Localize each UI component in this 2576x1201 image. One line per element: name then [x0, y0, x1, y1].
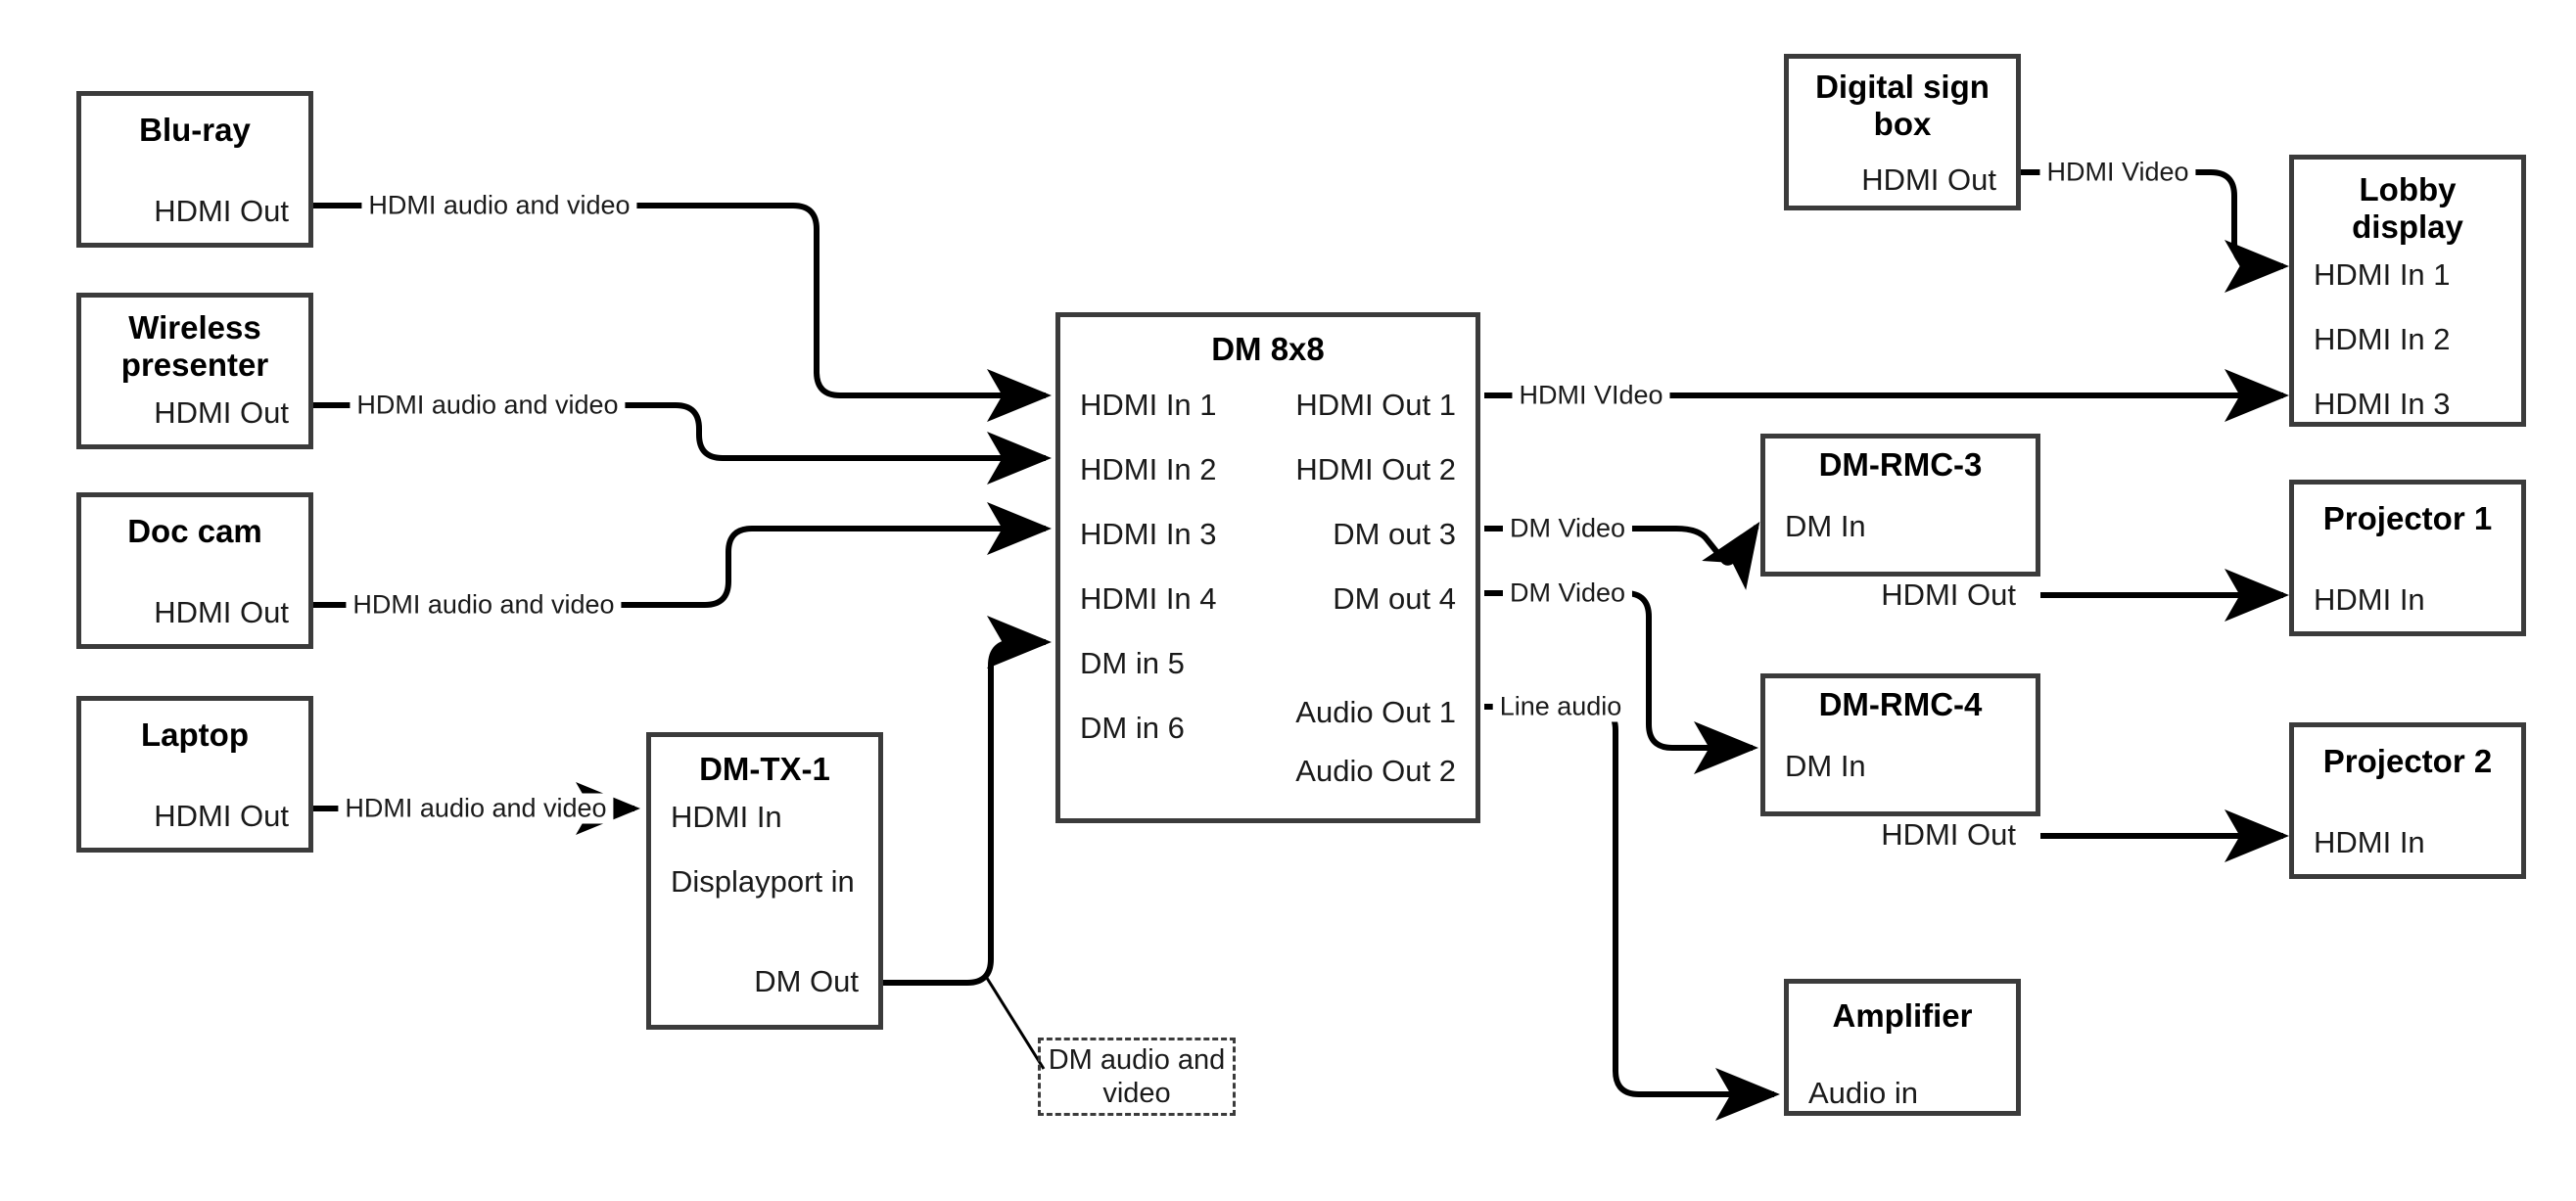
- node-doc-cam[interactable]: Doc cam HDMI Out: [76, 492, 313, 649]
- node-wireless-presenter[interactable]: Wireless presenter HDMI Out: [76, 293, 313, 449]
- wire-label-dmout3-to-rmc3: DM Video: [1502, 513, 1633, 544]
- node-projector-2-title: Projector 2: [2322, 743, 2493, 779]
- node-bluray[interactable]: Blu-ray HDMI Out: [76, 91, 313, 248]
- port-lobby-hdmi-in-2: HDMI In 2: [2314, 322, 2451, 356]
- port-dm8x8-hdmi-in-4: HDMI In 4: [1080, 581, 1217, 616]
- port-laptop-hdmi-out: HDMI Out: [154, 799, 289, 833]
- wire-label-audioout1-to-amp: Line audio: [1492, 691, 1629, 722]
- wire-label-doccam-to-in3: HDMI audio and video: [346, 589, 622, 621]
- node-dm-tx-1-title: DM-TX-1: [699, 751, 830, 787]
- port-dm8x8-audio-out-1: Audio Out 1: [1295, 695, 1456, 729]
- port-wireless-hdmi-out: HDMI Out: [154, 395, 289, 430]
- port-dmtx1-dm-out: DM Out: [754, 964, 859, 998]
- node-projector-1-title: Projector 1: [2322, 500, 2493, 536]
- port-amplifier-audio-in: Audio in: [1808, 1076, 1919, 1110]
- wire-label-sign-to-lobby: HDMI Video: [2039, 157, 2196, 188]
- wire-note-leader: [983, 974, 1046, 1070]
- node-dm-8x8-title: DM 8x8: [1211, 331, 1325, 367]
- port-dm8x8-hdmi-out-1: HDMI Out 1: [1295, 388, 1456, 422]
- wire-label-wireless-to-in2: HDMI audio and video: [350, 390, 626, 421]
- wire-dm-out-4-to-dmrmc4: [1484, 590, 1758, 774]
- node-projector-1[interactable]: Projector 1 HDMI In: [2289, 480, 2526, 636]
- node-lobby-display-title: Lobby display: [2352, 171, 2463, 246]
- wire-dmtx1-to-dm-in-5: [883, 616, 1052, 986]
- port-dm8x8-hdmi-in-2: HDMI In 2: [1080, 452, 1217, 486]
- wire-label-hdmiout1-to-lobby3: HDMI VIdeo: [1512, 380, 1670, 411]
- wire-audio-out-1-to-amplifier: [1484, 704, 1780, 1121]
- node-digital-sign-box[interactable]: Digital sign box HDMI Out: [1784, 54, 2021, 210]
- port-doccam-hdmi-out: HDMI Out: [154, 595, 289, 629]
- node-dm-rmc-4-title: DM-RMC-4: [1818, 686, 1983, 722]
- node-laptop[interactable]: Laptop HDMI Out: [76, 696, 313, 853]
- node-lobby-display[interactable]: Lobby display HDMI In 1 HDMI In 2 HDMI I…: [2289, 155, 2526, 427]
- node-amplifier[interactable]: Amplifier Audio in: [1784, 979, 2021, 1116]
- port-dmrmc3-dm-in: DM In: [1785, 509, 1866, 543]
- node-dm-rmc-4[interactable]: DM-RMC-4 DM In HDMI Out: [1760, 673, 2040, 852]
- node-dm-tx-1[interactable]: DM-TX-1 HDMI In Displayport in DM Out: [646, 732, 883, 1030]
- note-dm-audio-and-video-text: DM audio and video: [1048, 1043, 1226, 1109]
- port-projector1-hdmi-in: HDMI In: [2314, 582, 2425, 617]
- node-bluray-title: Blu-ray: [139, 112, 251, 148]
- port-dm8x8-hdmi-out-2: HDMI Out 2: [1295, 452, 1456, 486]
- node-wireless-presenter-title: Wireless presenter: [120, 309, 269, 384]
- port-dm8x8-dm-out-3: DM out 3: [1333, 517, 1456, 551]
- node-amplifier-title: Amplifier: [1832, 997, 1973, 1034]
- port-dm8x8-hdmi-in-1: HDMI In 1: [1080, 388, 1217, 422]
- node-dm-rmc-3-title: DM-RMC-3: [1818, 446, 1983, 483]
- port-dmtx1-hdmi-in: HDMI In: [671, 800, 782, 834]
- port-dm8x8-dm-in-6: DM in 6: [1080, 711, 1185, 745]
- port-lobby-hdmi-in-3: HDMI In 3: [2314, 387, 2451, 421]
- node-dm-8x8[interactable]: DM 8x8 HDMI In 1 HDMI In 2 HDMI In 3 HDM…: [1055, 312, 1480, 823]
- port-digitalsign-hdmi-out: HDMI Out: [1861, 162, 1996, 197]
- port-dmrmc4-hdmi-out: HDMI Out: [1881, 817, 2016, 852]
- port-dm8x8-audio-out-2: Audio Out 2: [1295, 754, 1456, 788]
- port-dmrmc4-dm-in: DM In: [1785, 749, 1866, 783]
- node-digital-sign-box-title: Digital sign box: [1815, 69, 1990, 143]
- wire-label-laptop-to-dmtx1: HDMI audio and video: [338, 793, 614, 824]
- port-dm8x8-dm-out-4: DM out 4: [1333, 581, 1456, 616]
- port-dm8x8-dm-in-5: DM in 5: [1080, 646, 1185, 680]
- port-dmtx1-displayport-in: Displayport in: [671, 864, 855, 899]
- node-doc-cam-title: Doc cam: [127, 513, 262, 549]
- port-bluray-hdmi-out: HDMI Out: [154, 194, 289, 228]
- node-dm-rmc-3[interactable]: DM-RMC-3 DM In HDMI Out: [1760, 434, 2040, 612]
- port-projector2-hdmi-in: HDMI In: [2314, 825, 2425, 859]
- node-laptop-title: Laptop: [141, 716, 249, 753]
- wire-bluray-to-hdmi-in-1: [313, 203, 1052, 422]
- port-lobby-hdmi-in-1: HDMI In 1: [2314, 257, 2451, 292]
- wire-label-dmout4-to-rmc4: DM Video: [1502, 577, 1633, 609]
- node-projector-2[interactable]: Projector 2 HDMI In: [2289, 722, 2526, 879]
- note-dm-audio-and-video: DM audio and video: [1038, 1038, 1236, 1116]
- port-dmrmc3-hdmi-out: HDMI Out: [1881, 577, 2016, 612]
- wire-label-bluray-to-in1: HDMI audio and video: [361, 190, 637, 221]
- port-dm8x8-hdmi-in-3: HDMI In 3: [1080, 517, 1217, 551]
